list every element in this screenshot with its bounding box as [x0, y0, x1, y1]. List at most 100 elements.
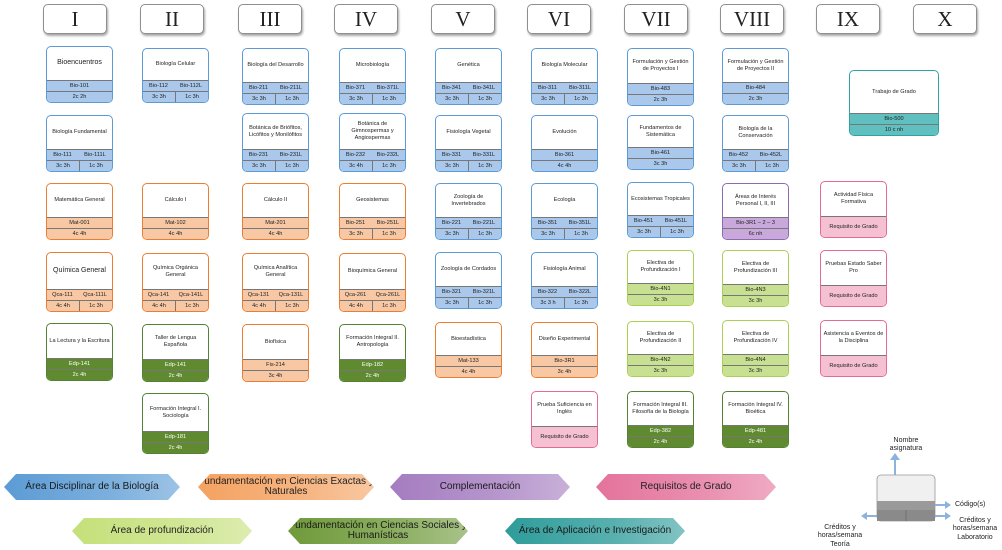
course-codes: Requisito de Grado: [821, 355, 886, 376]
course-credit: 2c 3h: [653, 97, 668, 103]
course-credits: 3c 4h: [532, 366, 597, 377]
course-credit: 1c 3h: [468, 298, 501, 308]
course-credit: 1c 3h: [372, 301, 405, 311]
course-credit: 1c 3h: [564, 229, 597, 239]
course-codes: Edp-141: [143, 359, 208, 370]
course-codes: Requisito de Grado: [532, 426, 597, 447]
course-name: Zoología de Invertebrados: [451, 193, 486, 207]
course-code: Bio-4N1: [650, 286, 671, 292]
course-code: Mat-001: [69, 220, 90, 226]
course-credits: 4c 4h 1c 3h: [143, 300, 208, 311]
course-code: Mat-102: [165, 220, 186, 226]
course-code: Edp-141: [164, 362, 187, 368]
course-name: Botánica de Briófitos, Licófitos y Monil…: [248, 124, 303, 138]
course-codes: Bio-4N1: [628, 283, 693, 294]
course-credit: 2c 4h: [168, 445, 183, 451]
course-credit: 3c 3h: [653, 161, 668, 167]
course-name: Actividad Física Formativa: [833, 192, 874, 205]
course-codes: Edp-481: [723, 425, 788, 436]
key-theory-label: Créditos y horas/semana Teoría: [817, 524, 863, 548]
course-code: Requisito de Grado: [829, 363, 878, 369]
course-credits: 4c 4h: [436, 366, 501, 377]
course-credits: 3c 3h: [628, 365, 693, 376]
course-name: Bioquímica General: [347, 268, 398, 274]
semester-header-1: I: [43, 4, 107, 34]
course-credit: 3c 3h: [445, 231, 459, 237]
course-credits: 3c 3h: [628, 158, 693, 169]
course-name: La Lectura y la Escritura: [49, 337, 110, 344]
course-codes: Bio-3R1: [532, 355, 597, 366]
course-credit: 4c 4h: [461, 369, 476, 375]
course-credit: 3c 3h: [637, 229, 651, 235]
course-code: Bio-321: [441, 289, 462, 295]
course-codes: Requisito de Grado: [821, 216, 886, 237]
course-credits: 10 c nh: [850, 124, 938, 135]
course-credits: 2c 3h: [628, 94, 693, 105]
course-name: Química Analítica General: [253, 264, 298, 278]
course-name: Taller de Lengua Española: [154, 335, 197, 348]
course-code: Mat-201: [265, 220, 286, 226]
course-credits: 2c 4h: [628, 436, 693, 447]
course-code: Qca-131L: [278, 292, 304, 298]
course-credit: 3c 3 h: [540, 300, 556, 306]
course-credit: 3c 3h: [445, 163, 459, 169]
course-name: Microbiología: [355, 62, 390, 68]
course-name: Asistencia a Eventos de la Disciplina: [823, 331, 884, 344]
legend-item-fundamentacion-exactas: Fundamentación en Ciencias Exactas y Nat…: [198, 474, 374, 500]
course-name: Formulación y Gestión de Proyectos II: [727, 58, 784, 72]
course-name: Pruebas Estado Saber Pro: [825, 261, 882, 274]
course-name: Biología de la Conservación: [738, 125, 773, 139]
course-name: Zoología de Cordados: [440, 266, 497, 272]
course-code: Fis-214: [266, 362, 285, 368]
course-credits: 2c 3h: [723, 93, 788, 104]
course-code: Bio-3R1 – 2 – 3: [736, 220, 775, 226]
course-code: Bio-231: [248, 152, 269, 158]
course-codes: Mat-001: [47, 217, 112, 228]
course-credit: 3c 3h: [349, 96, 363, 102]
course-name: Fisiología Vegetal: [446, 129, 491, 135]
course-credit: 1c 3h: [564, 298, 597, 308]
course-name: Electiva de Profundización IV: [733, 330, 778, 344]
course-credit: 4c 4h: [557, 163, 572, 169]
course-credit: 2c 4h: [168, 373, 183, 379]
course-name: Formación Integral II. Antropología: [346, 335, 399, 348]
course-code: Bio-484: [745, 85, 766, 91]
course-credit: 1c 3h: [755, 161, 788, 171]
course-credit: 1c 3h: [275, 161, 308, 171]
course-code: Bio-341: [441, 85, 462, 91]
course-credit: 4c 4h: [72, 231, 87, 237]
course-name: Biología del Desarrollo: [247, 62, 304, 68]
course-credit: 1c 3h: [175, 301, 208, 311]
course-code: Bio-111: [53, 152, 72, 158]
course-credit: 1c 3h: [468, 161, 501, 171]
course-credit: 1c 3h: [372, 94, 405, 104]
course-code: Requisito de Grado: [829, 293, 878, 299]
course-code: Bio-3R1: [554, 358, 575, 364]
course-name: Matemática General: [54, 197, 105, 203]
course-credit: 4c 4h: [152, 303, 166, 309]
